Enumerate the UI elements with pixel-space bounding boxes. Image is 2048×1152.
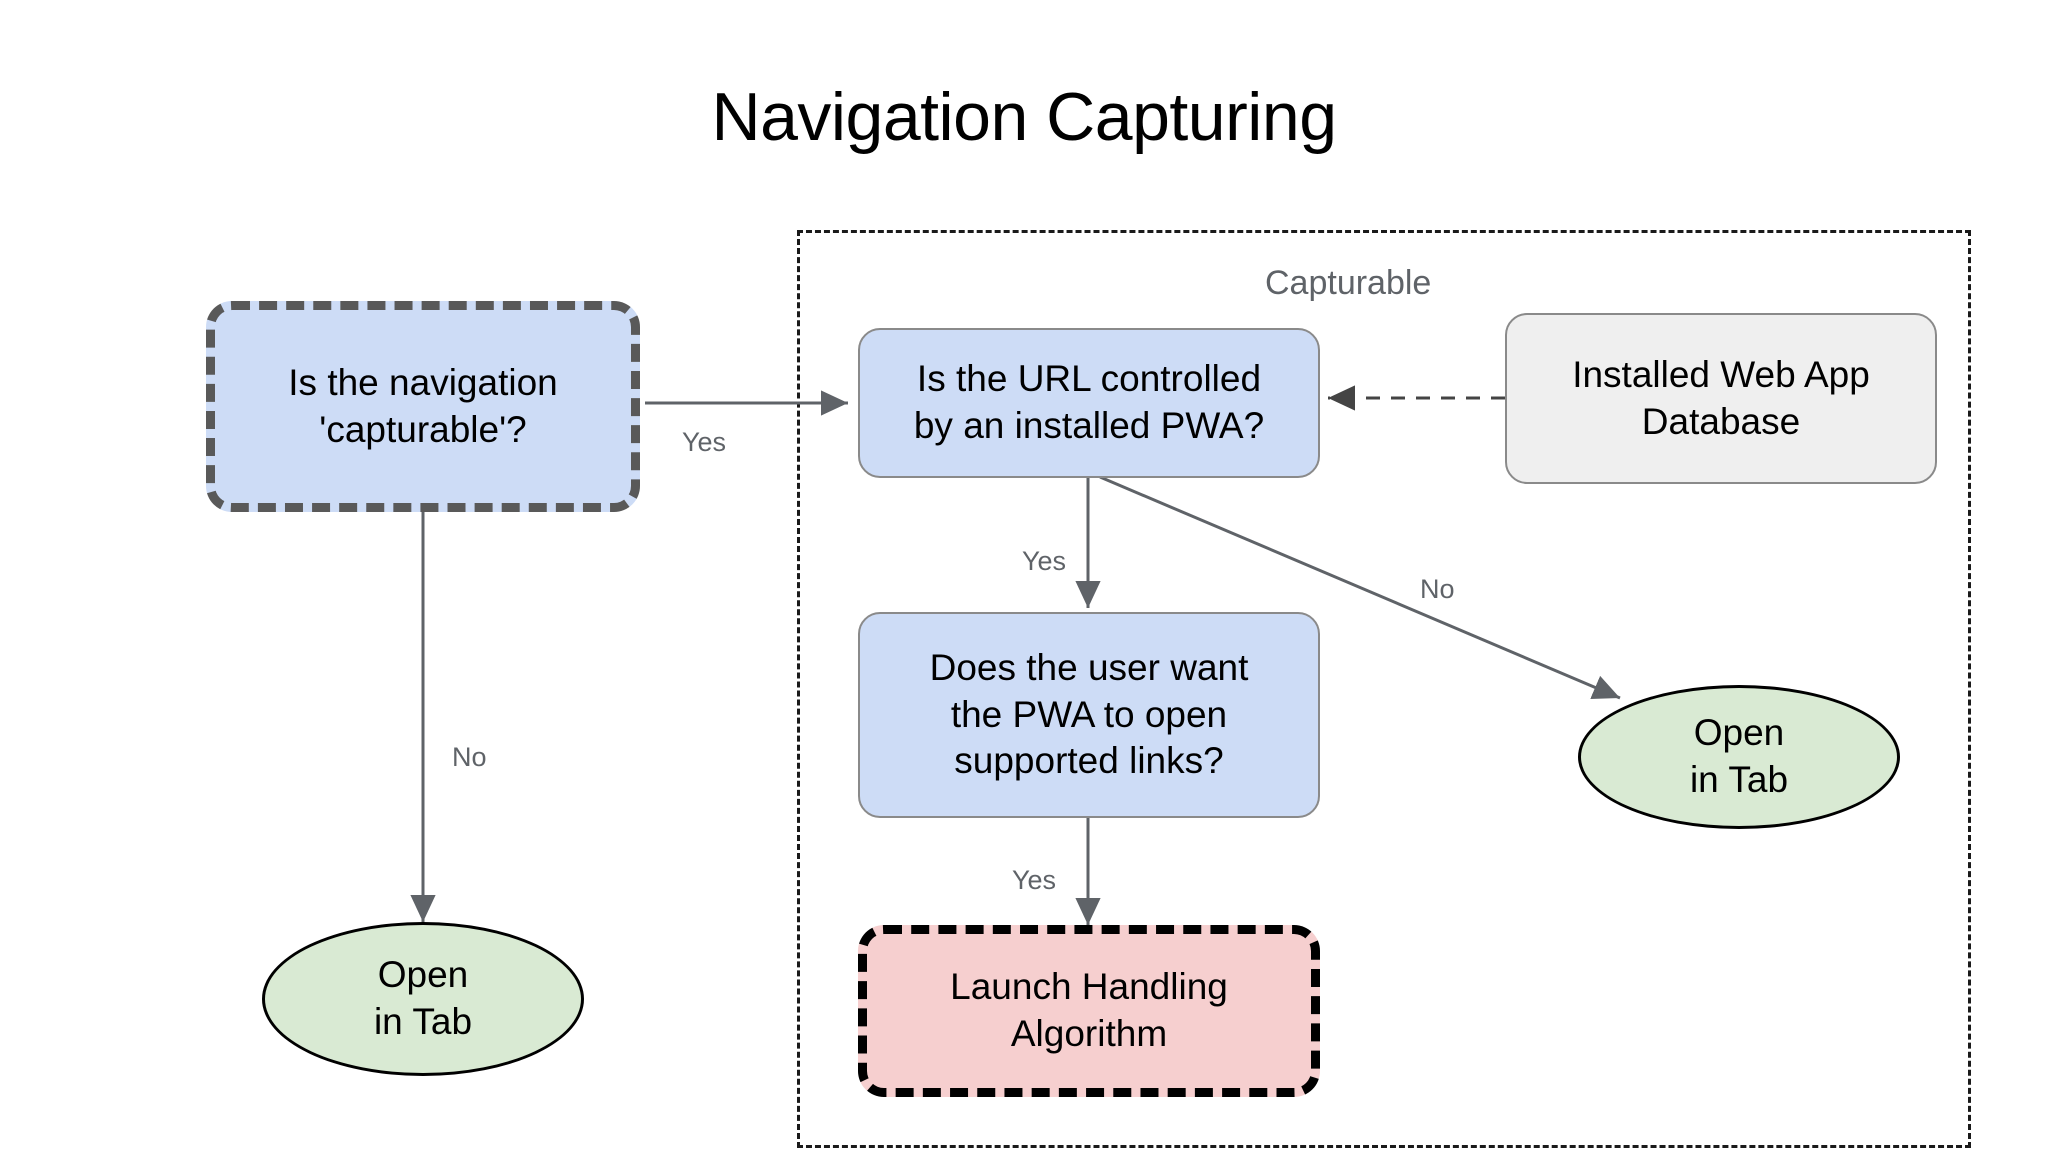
edge-label-capturable-no: No xyxy=(452,742,487,772)
node-url-controlled-label: Is the URL controlled by an installed PW… xyxy=(913,358,1265,446)
node-launch-handling[interactable]: Launch Handling Algorithm xyxy=(858,925,1320,1097)
capturable-group-caption: Capturable xyxy=(1265,264,1432,302)
node-open-in-tab-left-label: Open in Tab xyxy=(373,954,473,1042)
edge-label-url-yes: Yes xyxy=(1022,546,1067,576)
node-user-wants-pwa[interactable]: Does the user want the PWA to open suppo… xyxy=(858,612,1320,818)
page-title: Navigation Capturing xyxy=(711,79,1337,155)
edge-label-user-yes: Yes xyxy=(1012,865,1057,895)
node-open-in-tab-left[interactable]: Open in Tab xyxy=(262,922,584,1076)
capturable-group-container xyxy=(797,230,1971,1148)
edge-label-capturable-yes: Yes xyxy=(682,427,727,457)
node-installed-db-label: Installed Web App Database xyxy=(1572,353,1870,442)
node-is-capturable-label: Is the navigation 'capturable'? xyxy=(288,361,558,450)
edge-label-url-no: No xyxy=(1420,574,1455,604)
node-url-controlled[interactable]: Is the URL controlled by an installed PW… xyxy=(858,328,1320,478)
node-open-in-tab-right-label: Open in Tab xyxy=(1689,712,1789,800)
node-open-in-tab-right[interactable]: Open in Tab xyxy=(1578,685,1900,829)
node-user-wants-pwa-label: Does the user want the PWA to open suppo… xyxy=(929,647,1249,782)
node-is-capturable[interactable]: Is the navigation 'capturable'? xyxy=(206,301,640,512)
node-launch-handling-label: Launch Handling Algorithm xyxy=(950,966,1228,1054)
node-installed-db[interactable]: Installed Web App Database xyxy=(1505,313,1937,484)
